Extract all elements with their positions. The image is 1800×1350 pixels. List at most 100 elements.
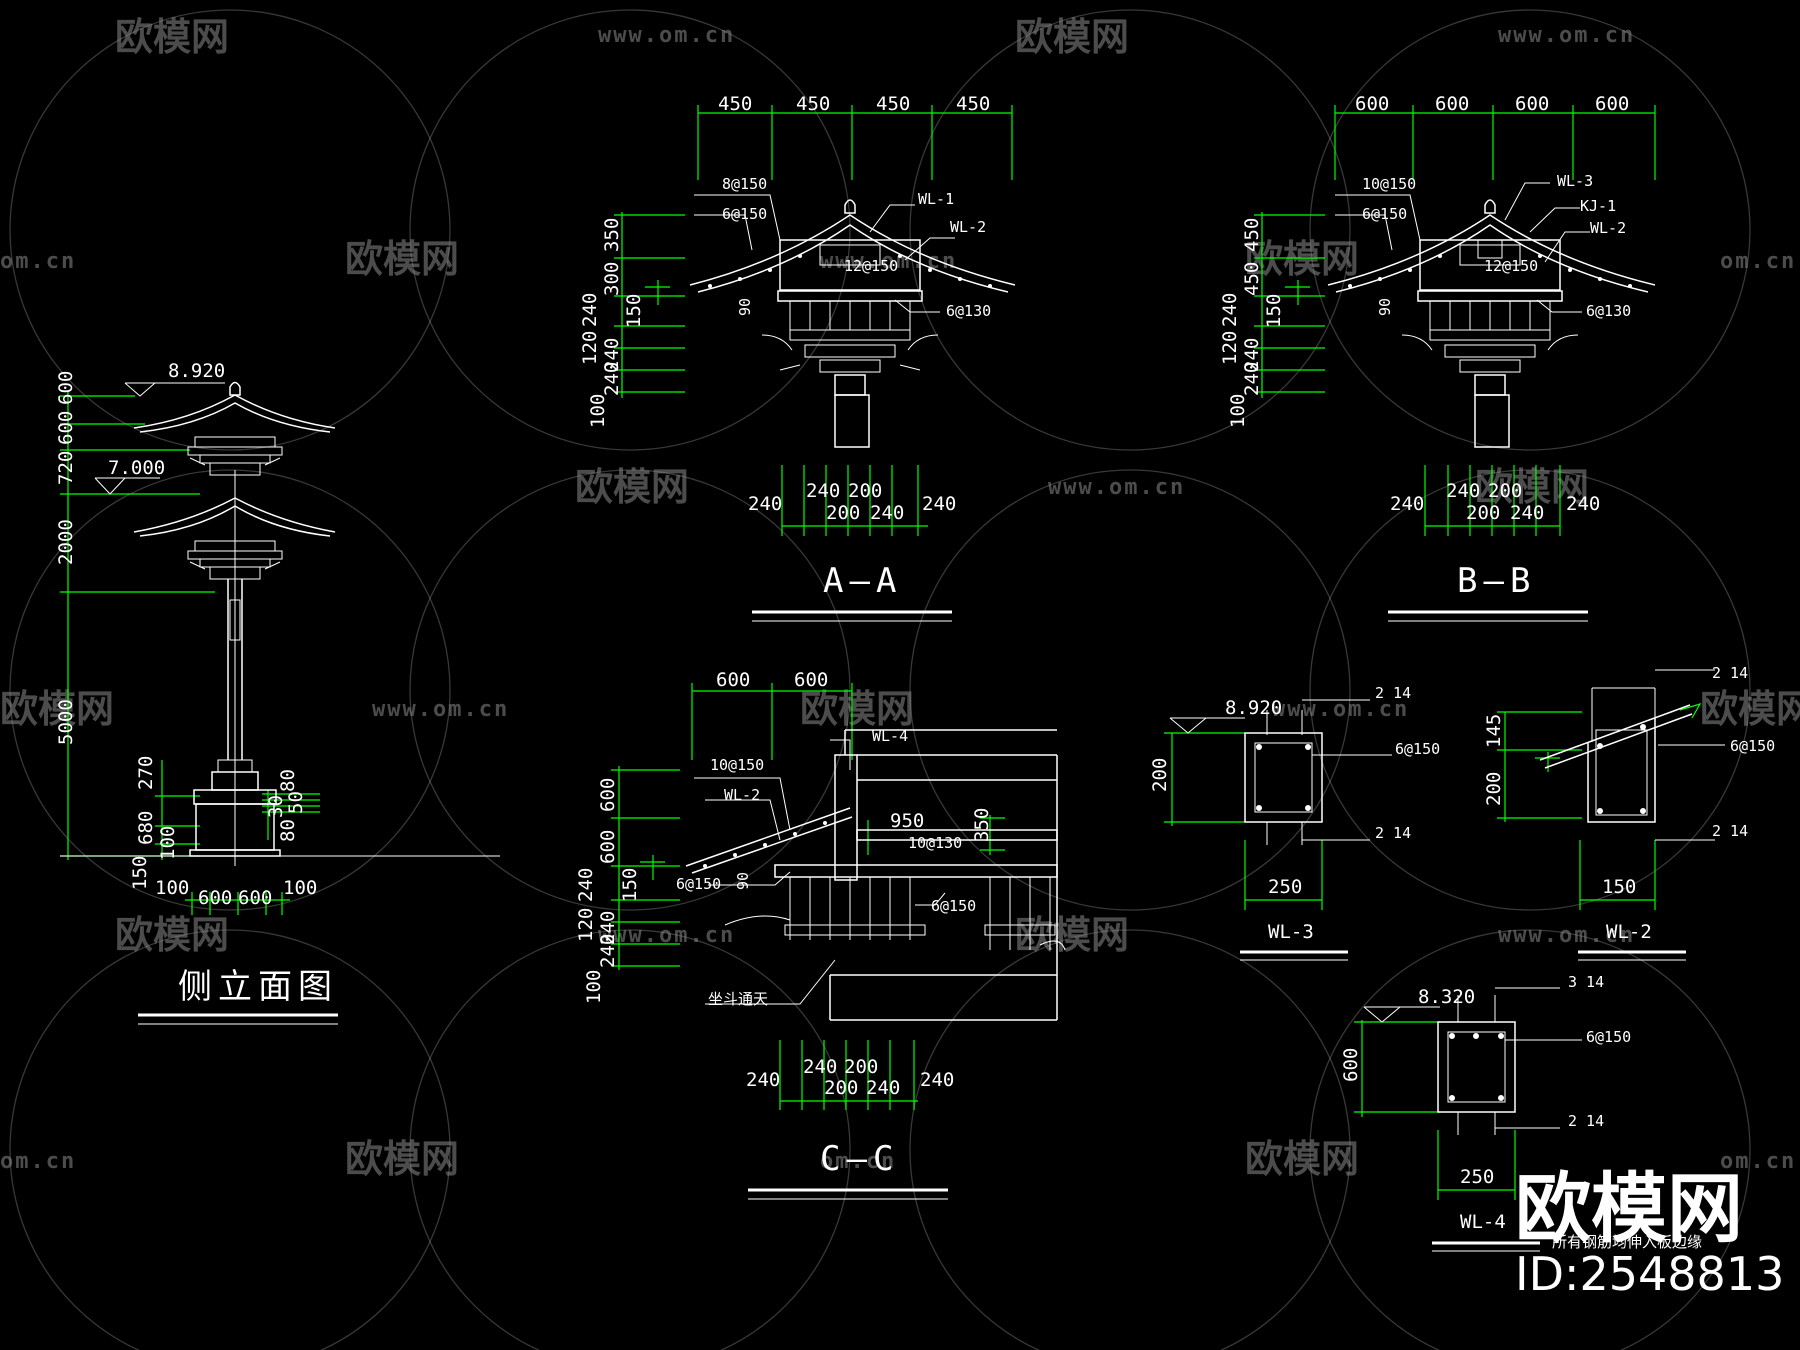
beam-wl3-labels: 8.920 2 14 6@150 2 14 200 250 WL-3 bbox=[1149, 684, 1440, 943]
rebar-note: 3 14 bbox=[1568, 973, 1604, 991]
dimension-label: 240 bbox=[806, 480, 840, 502]
rebar-note: 12@150 bbox=[1484, 257, 1538, 275]
dimension-label: 240 bbox=[601, 362, 623, 396]
dimension-label: 240 bbox=[597, 934, 619, 968]
brand-id: ID:2548813 bbox=[1515, 1247, 1784, 1301]
dimension-label: 240 bbox=[601, 338, 623, 372]
dimension-label: 240 bbox=[866, 1077, 900, 1099]
dimension-label: 600 bbox=[1515, 93, 1549, 115]
general-note: 所有钢筋均伸入板边缘 bbox=[1552, 1233, 1702, 1251]
dimension-label: 90 bbox=[736, 298, 754, 316]
watermark-brand: 欧模网 bbox=[1245, 1137, 1359, 1181]
watermark-brand: 欧模网 bbox=[1015, 15, 1129, 59]
dimension-label: 600 bbox=[597, 778, 619, 812]
watermark-url: www.om.cn bbox=[1048, 475, 1185, 500]
dimension-label: 150 bbox=[623, 294, 645, 328]
rebar-note: 6@150 bbox=[1730, 737, 1775, 755]
dimension-label: 120 bbox=[1219, 331, 1241, 365]
dimension-label: 240 bbox=[579, 293, 601, 327]
beam-wl4-labels: 8.320 3 14 6@150 2 14 600 250 WL-4 所有钢筋均… bbox=[1340, 973, 1702, 1251]
watermark-url: www.om.cn bbox=[1272, 697, 1409, 722]
watermark-url: www.om.cn bbox=[820, 249, 957, 274]
rebar-note: 2 14 bbox=[1568, 1112, 1604, 1130]
dimension-label: 150 bbox=[1263, 294, 1285, 328]
dimension-label: 950 bbox=[890, 810, 924, 832]
dimension-label: 240 bbox=[1390, 493, 1424, 515]
watermark-brand: 欧模网 bbox=[1475, 465, 1589, 509]
dimension-label: 240 bbox=[1446, 480, 1480, 502]
dimension-label: 200 bbox=[824, 1077, 858, 1099]
dimension-label: 240 bbox=[1510, 502, 1544, 524]
dimension-label: 240 bbox=[597, 911, 619, 945]
dimension-label: 600 bbox=[1355, 93, 1389, 115]
beam-wl2-labels: 2 14 6@150 2 14 145 200 150 WL-2 bbox=[1483, 664, 1775, 943]
rebar-note: 12@150 bbox=[844, 257, 898, 275]
section-bb-drawing bbox=[1254, 105, 1656, 622]
dimension-label: 240 bbox=[1566, 493, 1600, 515]
watermark-brand: 欧模网 bbox=[1245, 237, 1359, 281]
beam-wl2-drawing bbox=[1497, 669, 1725, 961]
dimension-label: 120 bbox=[575, 908, 597, 942]
dimension-label: 250 bbox=[1268, 876, 1302, 898]
rebar-note: 6@130 bbox=[1586, 302, 1631, 320]
dimension-label: 200 bbox=[844, 1056, 878, 1078]
dimension-label: 100 bbox=[157, 826, 179, 860]
dimension-label: 100 bbox=[155, 877, 189, 899]
dimension-label: 240 bbox=[1241, 362, 1263, 396]
dimension-label: 80 bbox=[277, 769, 299, 792]
dimension-label: 600 bbox=[1595, 93, 1629, 115]
dimension-label: 120 bbox=[579, 331, 601, 365]
dimension-label: 150 bbox=[1602, 876, 1636, 898]
beam-title: WL-2 bbox=[1606, 921, 1652, 943]
beam-wl3-drawing bbox=[1164, 699, 1392, 961]
dimension-label: 2000 bbox=[55, 519, 77, 565]
rebar-note: 10@150 bbox=[1362, 175, 1416, 193]
watermark-url: om.cn bbox=[0, 1149, 76, 1174]
dimension-label: 240 bbox=[746, 1069, 780, 1091]
dimension-label: 600 bbox=[716, 669, 750, 691]
dimension-label: 100 bbox=[583, 970, 605, 1004]
dimension-label: 300 bbox=[601, 262, 623, 296]
watermark-url: www.om.cn bbox=[1498, 23, 1635, 48]
dimension-label: 200 bbox=[1488, 480, 1522, 502]
watermark-brand: 欧模网 bbox=[575, 465, 689, 509]
drawing-title: A—A bbox=[823, 561, 902, 601]
brand-name: 欧模网 bbox=[1515, 1164, 1743, 1253]
dimension-label: 600 bbox=[597, 830, 619, 864]
dimension-label: 90 bbox=[1376, 298, 1394, 316]
beam-label: WL-2 bbox=[724, 786, 760, 804]
elevation-label: 8.320 bbox=[1418, 986, 1475, 1008]
dimension-label: 240 bbox=[920, 1069, 954, 1091]
dimension-label: 240 bbox=[575, 868, 597, 902]
dimension-label: 680 bbox=[135, 811, 157, 845]
rebar-note: 10@130 bbox=[908, 834, 962, 852]
drawing-title: C—C bbox=[820, 1139, 899, 1179]
dimension-label: 240 bbox=[803, 1056, 837, 1078]
section-aa-labels: 450 450 450 450 350 300 240 150 120 240 … bbox=[579, 93, 991, 601]
dimension-label: 450 bbox=[876, 93, 910, 115]
rebar-note: 6@150 bbox=[931, 897, 976, 915]
beam-label: WL-3 bbox=[1557, 172, 1593, 190]
dimension-label: 240 bbox=[1219, 293, 1241, 327]
rebar-note: 8@150 bbox=[722, 175, 767, 193]
dimension-label: 450 bbox=[956, 93, 990, 115]
dimension-label: 600 bbox=[198, 887, 232, 909]
watermark-brand: 欧模网 bbox=[345, 237, 459, 281]
dimension-label: 200 bbox=[848, 480, 882, 502]
dimension-label: 450 bbox=[1241, 262, 1263, 296]
dimension-label: 240 bbox=[1241, 338, 1263, 372]
rebar-note: 2 14 bbox=[1375, 684, 1411, 702]
rebar-note: 10@150 bbox=[710, 756, 764, 774]
dimension-label: 600 bbox=[1435, 93, 1469, 115]
watermark-layer: 欧模网 欧模网 欧模网 欧模网 欧模网 欧模网 欧模网 欧模网 欧模网 欧模网 … bbox=[0, 9, 1800, 1350]
dimension-label: 600 bbox=[794, 669, 828, 691]
beam-label: WL-4 bbox=[872, 727, 908, 745]
watermark-brand: 欧模网 bbox=[115, 15, 229, 59]
dimension-label: 5000 bbox=[55, 699, 77, 745]
dimension-label: 150 bbox=[129, 856, 151, 890]
dimension-label: 350 bbox=[601, 218, 623, 252]
watermark-url: om.cn bbox=[1720, 249, 1796, 274]
rebar-note: 2 14 bbox=[1375, 824, 1411, 842]
rebar-note: 2 14 bbox=[1712, 822, 1748, 840]
